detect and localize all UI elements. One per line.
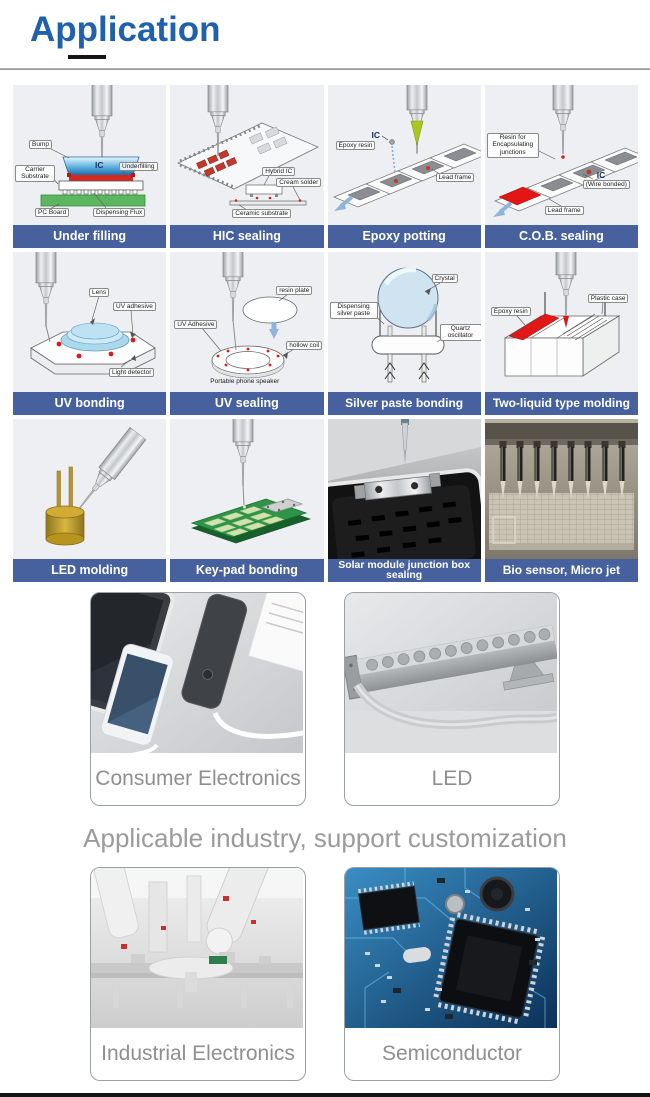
syringe-icon xyxy=(222,251,244,321)
annotation-uv-adhesive: UV adhesive xyxy=(113,301,156,312)
annotation-epoxy-resin: Epoxy resin xyxy=(335,140,376,151)
silver-paste-bonding-illustration: Crystal Dispensing silver paste Quartz o… xyxy=(328,252,481,392)
bio-sensor-photo xyxy=(484,418,638,559)
app-cell-two-liquid-molding: Epoxy resin Plastic case Two-liquid type… xyxy=(484,251,638,415)
card-caption: Consumer Electronics xyxy=(95,766,301,790)
syringe-icon xyxy=(35,251,57,327)
annotation-crystal: Crystal xyxy=(431,273,458,284)
down-arrow-icon xyxy=(269,321,280,339)
page-title: Application xyxy=(30,10,221,49)
syringe-icon xyxy=(232,418,254,486)
card-led: LED xyxy=(344,591,560,806)
annotation-ic: IC xyxy=(596,169,606,180)
app-cell-cob-sealing: Resin for Encapsulating junctions IC (Wi… xyxy=(484,84,638,248)
annotation-ceramic-substrate: Ceramic substrate xyxy=(232,208,291,219)
page-header: Application xyxy=(0,0,650,59)
industry-note: Applicable industry, support customizati… xyxy=(83,822,567,853)
annotation-plastic-case: Plastic case xyxy=(587,293,629,304)
annotation-lens: Lens xyxy=(89,287,110,298)
led-molding-illustration xyxy=(13,419,166,559)
syringe-icon xyxy=(71,426,147,515)
solar-junction-box-photo xyxy=(327,418,481,559)
cell-label: Two-liquid type molding xyxy=(484,391,638,415)
annotation-speaker: Portable phone speaker xyxy=(210,377,280,385)
cell-label: Solar module junction box sealing xyxy=(327,558,481,582)
direction-arrow-icon xyxy=(492,201,513,217)
app-cell-under-filling: Bump IC Underfilling Carrier Substrate P… xyxy=(13,84,167,248)
app-cell-hic-sealing: Hybrid IC Cream solder Ceramic substrate… xyxy=(170,84,324,248)
annotation-ic: IC xyxy=(95,159,104,170)
annotation-bump: Bump xyxy=(29,139,52,150)
keypad-bonding-illustration xyxy=(170,418,323,559)
cell-label: UV sealing xyxy=(170,391,324,415)
annotation-resin-plate: resin plate xyxy=(276,285,313,296)
annotation-ic: IC xyxy=(371,129,381,140)
syringe-icon xyxy=(555,251,577,319)
card-consumer-electronics: Consumer Electronics xyxy=(90,591,306,806)
annotation-cream-solder: Cream solder xyxy=(276,177,322,188)
syringe-icon xyxy=(91,84,113,160)
cell-label: Key-pad bonding xyxy=(170,558,324,582)
card-caption: Industrial Electronics xyxy=(101,1041,295,1065)
annotation-pc-board: PC Board xyxy=(35,207,70,218)
cell-label: Epoxy potting xyxy=(327,224,481,248)
annotation-lead-frame: Lead frame xyxy=(435,172,475,183)
hic-sealing-illustration: Hybrid IC Cream solder Ceramic substrate xyxy=(170,84,323,225)
under-filling-illustration: Bump IC Underfilling Carrier Substrate P… xyxy=(13,84,166,225)
app-cell-silver-paste-bonding: Crystal Dispensing silver paste Quartz o… xyxy=(327,251,481,415)
consumer-electronics-photo xyxy=(91,592,305,753)
cell-label: HIC sealing xyxy=(170,224,324,248)
two-liquid-molding-illustration: Epoxy resin Plastic case xyxy=(485,251,638,392)
annotation-lead-frame: Lead frame xyxy=(544,205,584,216)
uv-bonding-illustration: Lens UV adhesive Light detector xyxy=(13,251,166,392)
direction-arrow-icon xyxy=(333,195,353,211)
card-industrial-electronics: Industrial Electronics xyxy=(90,866,306,1081)
cell-label: Bio sensor, Micro jet xyxy=(484,558,638,582)
cob-sealing-illustration: Resin for Encapsulating junctions IC (Wi… xyxy=(485,84,638,225)
annotation-silver-paste: Dispensing silver paste xyxy=(329,301,378,320)
annotation-wire-bonded: (Wire bonded) xyxy=(582,179,630,190)
led-photo xyxy=(345,592,559,753)
title-underline xyxy=(68,54,106,59)
app-cell-led-molding: LED molding xyxy=(13,418,167,582)
app-cell-bio-sensor: Bio sensor, Micro jet xyxy=(484,418,638,582)
app-cell-keypad-bonding: Key-pad bonding xyxy=(170,418,324,582)
annotation-epoxy-resin: Epoxy resin xyxy=(490,306,531,317)
epoxy-potting-illustration: IC Epoxy resin Lead frame xyxy=(328,84,481,225)
semiconductor-photo xyxy=(345,867,559,1028)
annotation-hollow-coil: hollow coil xyxy=(286,340,323,351)
photo-cards-row-2: Industrial Electronics xyxy=(0,866,650,1081)
annotation-carrier-substrate: Carrier Substrate xyxy=(15,164,55,183)
app-cell-solar-junction-box: Solar module junction box sealing xyxy=(327,418,481,582)
header-divider xyxy=(0,67,650,70)
card-caption: Semiconductor xyxy=(381,1041,523,1065)
annotation-quartz: Quartz oscillator xyxy=(439,323,481,342)
annotation-light-detector: Light detector xyxy=(109,367,155,378)
card-semiconductor: Semiconductor xyxy=(344,866,560,1081)
annotation-underfilling: Underfilling xyxy=(119,161,158,172)
industrial-electronics-photo xyxy=(91,867,305,1028)
annotation-dispensing-flux: Dispensing Flux xyxy=(93,207,146,218)
cell-label: LED molding xyxy=(13,558,167,582)
app-cell-uv-sealing: resin plate UV Adhesive hollow coil Port… xyxy=(170,251,324,415)
application-grid: Bump IC Underfilling Carrier Substrate P… xyxy=(13,84,638,582)
uv-sealing-illustration: resin plate UV Adhesive hollow coil Port… xyxy=(170,251,323,392)
annotation-uv-adhesive: UV Adhesive xyxy=(174,319,218,330)
bottom-section-divider xyxy=(0,1093,650,1097)
annotation-resin-for: Resin for Encapsulating junctions xyxy=(486,132,539,158)
annotation-hybrid-ic: Hybrid IC xyxy=(262,166,296,177)
syringe-icon xyxy=(552,84,574,154)
cell-label: C.O.B. sealing xyxy=(484,224,638,248)
photo-cards-row-1: Consumer Electronics xyxy=(0,591,650,806)
card-caption: LED xyxy=(431,766,473,790)
app-cell-uv-bonding: Lens UV adhesive Light detector UV bondi… xyxy=(13,251,167,415)
app-cell-epoxy-potting: IC Epoxy resin Lead frame Epoxy potting xyxy=(327,84,481,248)
cell-label: Silver paste bonding xyxy=(327,391,481,415)
cell-label: Under filling xyxy=(13,224,167,248)
cell-label: UV bonding xyxy=(13,391,167,415)
